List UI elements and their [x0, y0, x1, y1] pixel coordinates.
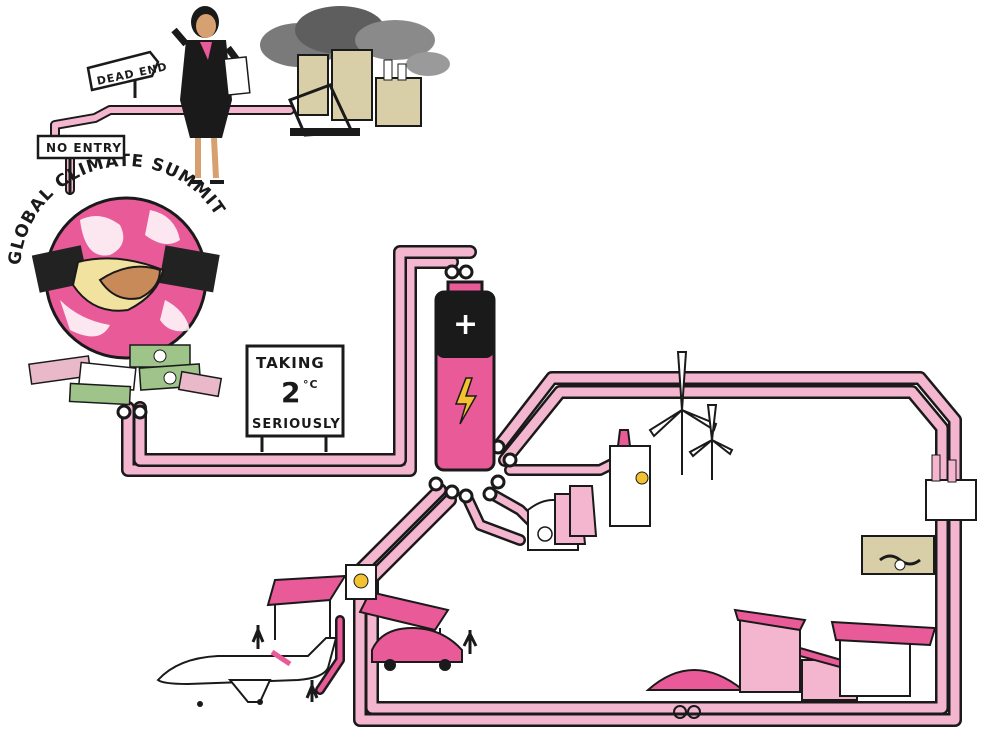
- seriously-label: SERIOUSLY: [252, 417, 341, 432]
- lightning-icon: [454, 377, 478, 425]
- wind-turbines: [648, 351, 734, 480]
- speaker-woman: [171, 6, 251, 184]
- no-entry-sign: NO ENTRY: [36, 134, 126, 195]
- clean-factory: [861, 454, 977, 575]
- dead-end-sign: DEAD END: [86, 50, 169, 98]
- pollution-cluster: [260, 6, 450, 137]
- degree-unit: °C: [303, 378, 319, 391]
- circuit-tracks: [50, 105, 962, 727]
- atom-icon: [537, 526, 553, 542]
- connector-nodes: [116, 264, 518, 504]
- sun-icon: [353, 573, 369, 589]
- battery-plus: +: [453, 307, 478, 342]
- car-icon: [371, 626, 463, 663]
- taking-label: TAKING: [256, 354, 325, 372]
- globe-summit: GLOBAL CLIMATE SUMMIT: [5, 151, 228, 406]
- handshake-icon: [31, 245, 220, 312]
- solar-canopy: [251, 564, 478, 671]
- money-pile: [28, 344, 223, 406]
- airplane-icon: [156, 637, 338, 707]
- no-entry-label: NO ENTRY: [46, 141, 122, 155]
- power-station: [527, 429, 651, 551]
- battery-icon: +: [434, 280, 496, 472]
- taking-2c-sign: TAKING 2 °C SERIOUSLY: [245, 344, 345, 452]
- degrees-value: 2: [281, 376, 301, 409]
- eco-town: [645, 608, 937, 719]
